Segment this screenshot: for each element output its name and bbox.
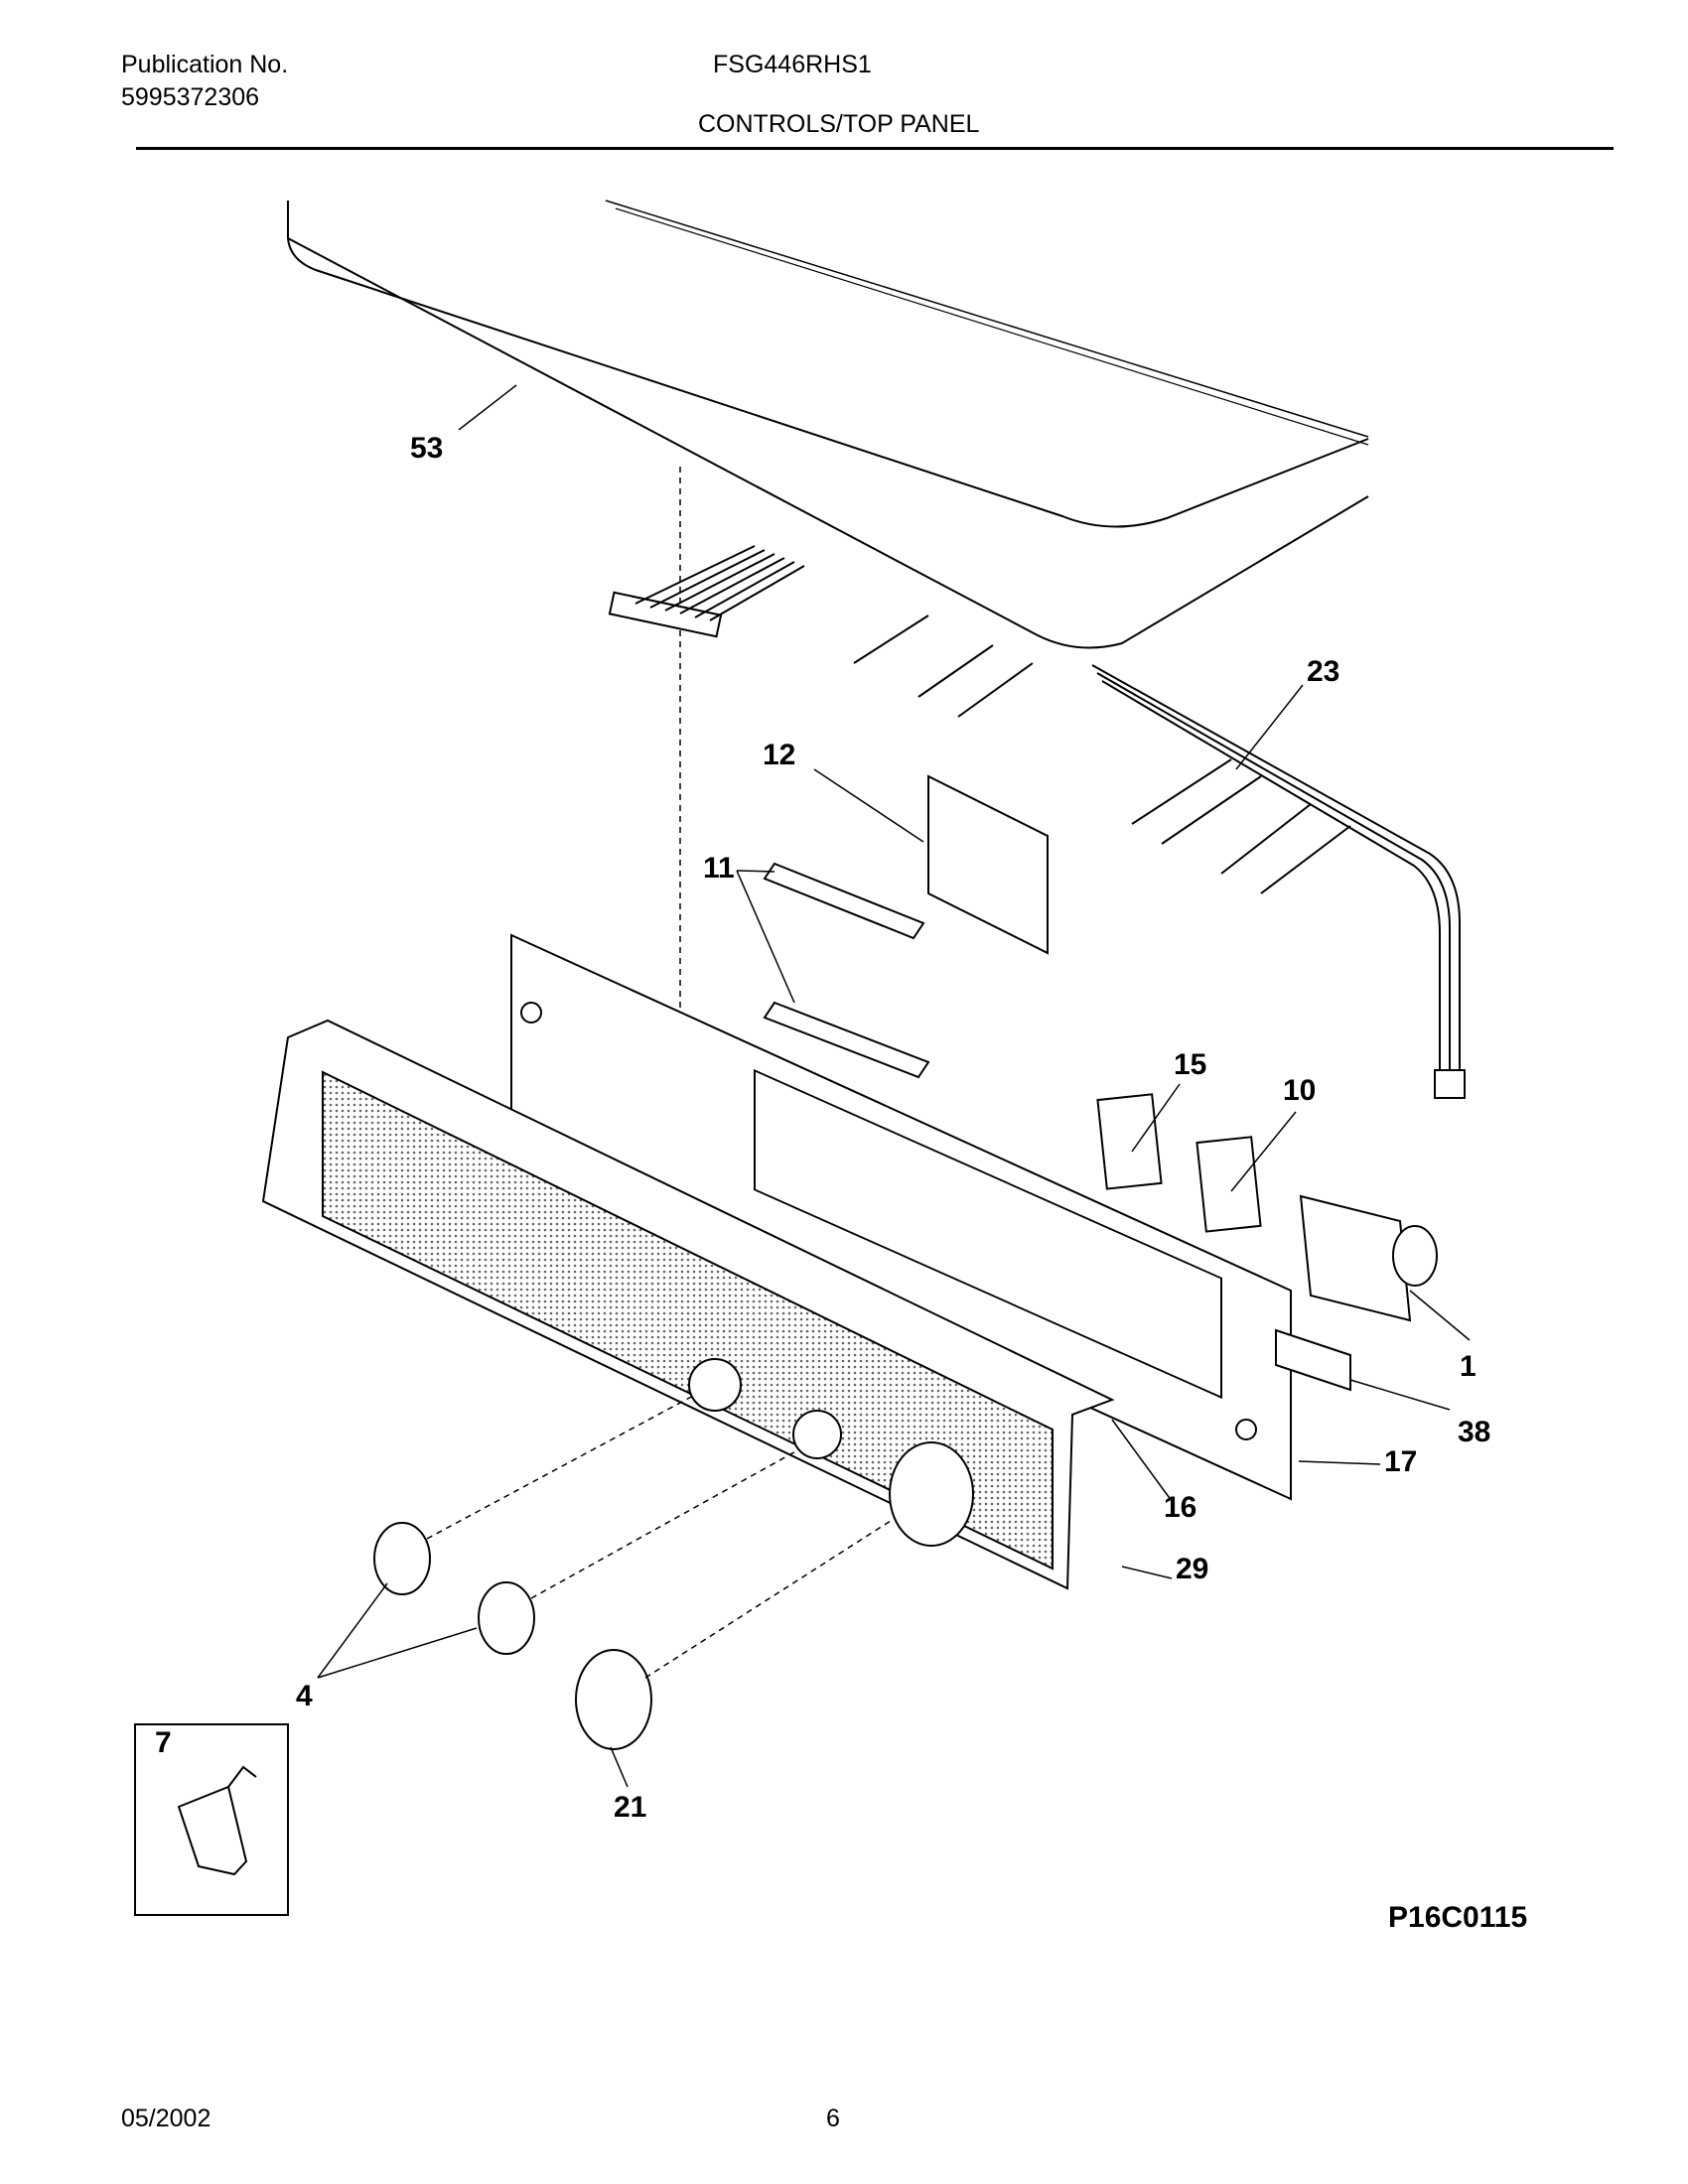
callout-12: 12 <box>763 739 795 771</box>
callout-53: 53 <box>410 432 443 465</box>
leader-lines <box>317 384 1471 1788</box>
figure-code: P16C0115 <box>1388 1901 1528 1934</box>
callout-38: 38 <box>1458 1416 1490 1448</box>
callout-1: 1 <box>1460 1350 1477 1383</box>
mounting-plate <box>510 933 1292 1501</box>
callout-7: 7 <box>155 1726 172 1759</box>
callout-17: 17 <box>1384 1445 1417 1478</box>
callout-29: 29 <box>1176 1553 1208 1585</box>
control-board <box>763 774 1049 1079</box>
control-knobs <box>373 1522 652 1750</box>
publication-label: Publication No. <box>121 51 289 78</box>
callout-21: 21 <box>614 1791 646 1824</box>
callout-16: 16 <box>1164 1491 1196 1524</box>
top-panel <box>287 200 1369 649</box>
switches-timer <box>1096 1093 1438 1392</box>
clip-inset <box>134 1723 289 1916</box>
header-rule <box>136 147 1614 150</box>
callout-15: 15 <box>1174 1048 1206 1081</box>
model-number: FSG446RHS1 <box>713 51 872 78</box>
publication-number: 5995372306 <box>121 83 260 111</box>
wire-harness <box>853 614 1466 1099</box>
wire-connector <box>608 545 805 638</box>
section-title: CONTROLS/TOP PANEL <box>698 110 980 138</box>
callout-23: 23 <box>1307 655 1339 688</box>
console-front <box>261 1019 1115 1590</box>
callout-10: 10 <box>1283 1074 1316 1107</box>
callout-11: 11 <box>703 852 735 885</box>
footer-page-number: 6 <box>826 2105 840 2132</box>
callout-4: 4 <box>296 1680 313 1712</box>
footer-date: 05/2002 <box>121 2105 211 2132</box>
